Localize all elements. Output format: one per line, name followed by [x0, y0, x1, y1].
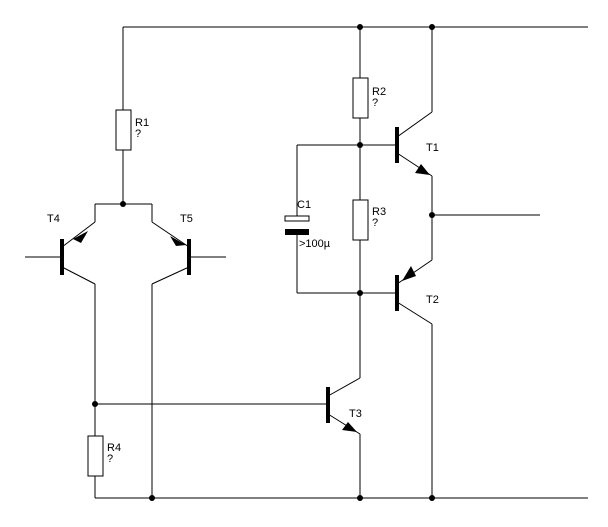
r3-label: R3 — [372, 206, 386, 218]
t2-emitter-arrow — [402, 266, 416, 281]
wire-t1-collector — [396, 111, 433, 138]
wire-t5-collector — [151, 266, 190, 285]
wire-t4-emitter — [61, 221, 96, 248]
wire-t2-emitter — [396, 259, 433, 285]
t1-emitter-arrow — [415, 164, 430, 175]
r2-label: R2 — [372, 86, 386, 98]
t3-label: T3 — [349, 408, 362, 420]
t2-label: T2 — [426, 294, 439, 306]
junction-dot — [357, 495, 363, 501]
wire-t3-collector — [327, 377, 361, 397]
r4-label: R4 — [107, 442, 121, 454]
resistor-r4 — [87, 435, 104, 477]
junction-dot — [429, 495, 435, 501]
junction-dot — [357, 142, 363, 148]
junction-dot — [357, 24, 363, 30]
resistor-r1 — [115, 109, 132, 151]
t5-emitter-arrow — [170, 236, 186, 246]
capacitor-c1-positive-plate — [284, 215, 310, 222]
resistor-r3 — [352, 199, 369, 241]
c1-value: >100µ — [299, 238, 331, 250]
junction-dot — [120, 201, 126, 207]
t5-label: T5 — [180, 213, 193, 225]
r1-label: R1 — [135, 117, 149, 129]
junction-dot — [149, 495, 155, 501]
t1-label: T1 — [426, 142, 439, 154]
junction-dot — [429, 24, 435, 30]
r2-value: ? — [372, 97, 378, 109]
junction-dot — [429, 212, 435, 218]
c1-label: C1 — [297, 199, 311, 211]
t4-emitter-arrow — [73, 231, 88, 243]
t3-emitter-arrow — [342, 422, 357, 432]
r4-value: ? — [107, 453, 113, 465]
r3-value: ? — [372, 217, 378, 229]
wire-t2-collector — [396, 301, 433, 325]
junction-dot — [357, 290, 363, 296]
junction-dot — [92, 401, 98, 407]
r1-value: ? — [135, 128, 141, 140]
capacitor-c1-negative-plate — [285, 229, 309, 235]
wire-t4-collector — [61, 266, 96, 285]
resistor-r2 — [352, 77, 369, 119]
wire-t5-emitter — [151, 221, 190, 248]
t4-label: T4 — [47, 213, 60, 225]
